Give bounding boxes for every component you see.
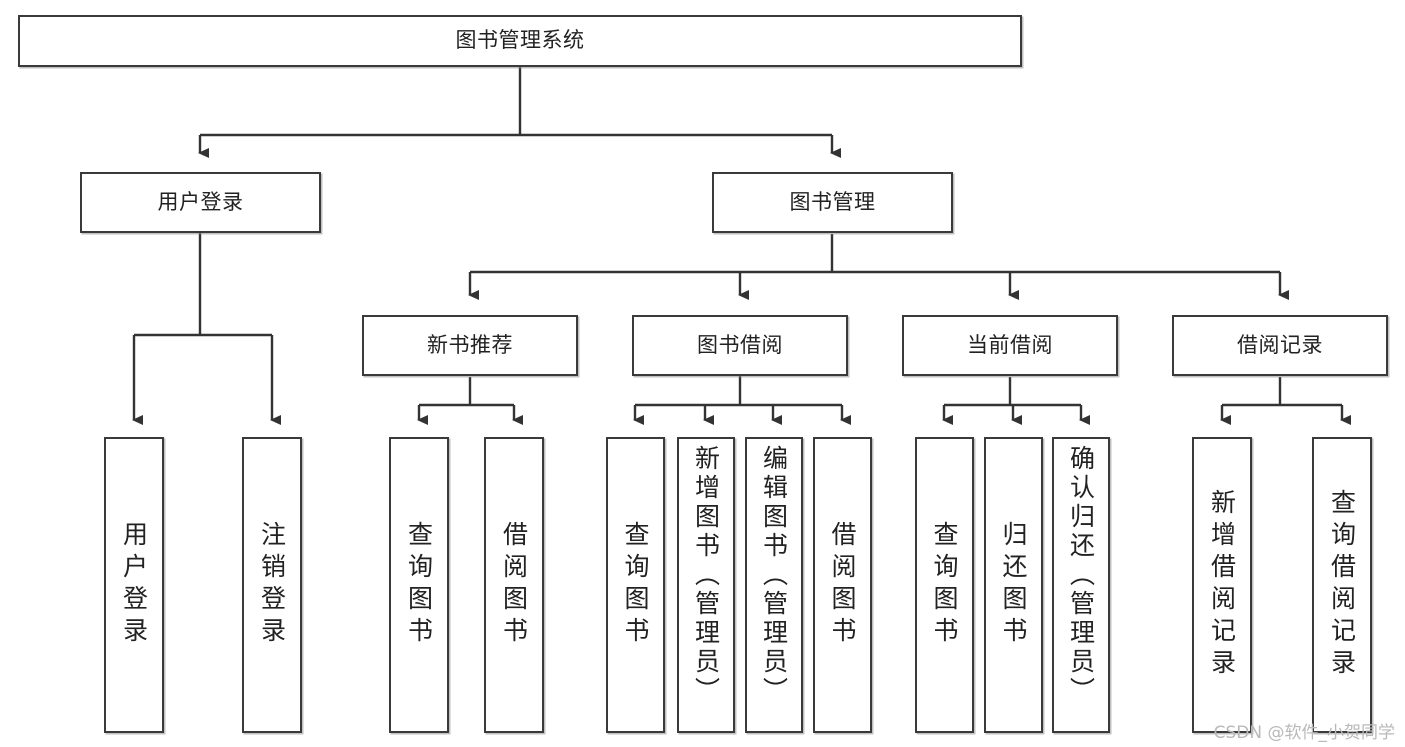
node-label: 归还图书 xyxy=(999,521,1028,649)
node-label: 借阅记录 xyxy=(1237,332,1323,357)
node-label: 查询借阅记录 xyxy=(1327,489,1357,681)
node-label: 借阅图书 xyxy=(499,521,529,649)
node-root-system[interactable]: 图书管理系统 xyxy=(18,15,1022,67)
node-label: 编辑图书（管理员） xyxy=(759,445,789,706)
node-label: 查询图书 xyxy=(930,521,959,649)
node-leaf-record-add[interactable]: 新增借阅记录 xyxy=(1192,437,1252,733)
node-new-book-recommend[interactable]: 新书推荐 xyxy=(362,315,578,376)
node-label: 图书管理 xyxy=(789,189,876,214)
node-leaf-record-query[interactable]: 查询借阅记录 xyxy=(1312,437,1372,733)
node-user-login[interactable]: 用户登录 xyxy=(80,172,321,233)
node-leaf-user-logout[interactable]: 注销登录 xyxy=(242,437,302,733)
node-current-borrow[interactable]: 当前借阅 xyxy=(902,315,1118,376)
node-label: 用户登录 xyxy=(157,189,244,214)
node-borrow-record[interactable]: 借阅记录 xyxy=(1172,315,1388,376)
node-label: 确认归还（管理员） xyxy=(1066,445,1096,706)
node-leaf-current-confirm-return[interactable]: 确认归还（管理员） xyxy=(1052,437,1110,733)
node-leaf-recommend-borrow-book[interactable]: 借阅图书 xyxy=(484,437,544,733)
node-leaf-borrow-add-book[interactable]: 新增图书（管理员） xyxy=(677,437,735,733)
node-book-management[interactable]: 图书管理 xyxy=(712,172,953,233)
node-label: 图书借阅 xyxy=(697,332,783,357)
node-leaf-borrow-lend-book[interactable]: 借阅图书 xyxy=(813,437,872,733)
node-label: 借阅图书 xyxy=(828,521,857,649)
node-book-borrow[interactable]: 图书借阅 xyxy=(632,315,848,376)
watermark: CSDN @软件_小贺同学 xyxy=(1213,723,1395,743)
node-leaf-current-query-book[interactable]: 查询图书 xyxy=(915,437,974,733)
node-leaf-user-login[interactable]: 用户登录 xyxy=(104,437,164,733)
node-label: 用户登录 xyxy=(119,521,149,649)
node-label: 新书推荐 xyxy=(427,332,513,357)
node-leaf-borrow-query-book[interactable]: 查询图书 xyxy=(606,437,665,733)
node-label: 图书管理系统 xyxy=(455,28,585,53)
node-leaf-current-return-book[interactable]: 归还图书 xyxy=(984,437,1043,733)
node-label: 新增图书（管理员） xyxy=(691,445,721,706)
node-label: 查询图书 xyxy=(404,521,434,649)
node-leaf-recommend-query-book[interactable]: 查询图书 xyxy=(389,437,449,733)
node-label: 新增借阅记录 xyxy=(1207,489,1237,681)
node-label: 查询图书 xyxy=(621,521,650,649)
node-leaf-borrow-edit-book[interactable]: 编辑图书（管理员） xyxy=(745,437,803,733)
node-label: 当前借阅 xyxy=(967,332,1053,357)
node-label: 注销登录 xyxy=(257,521,287,649)
